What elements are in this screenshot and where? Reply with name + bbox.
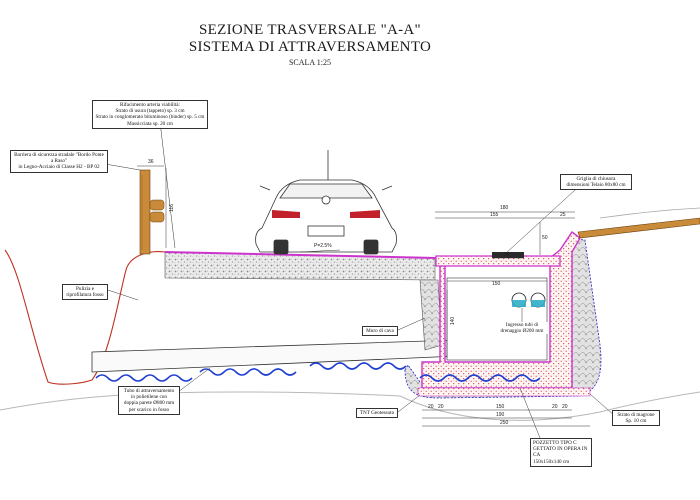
dim-base-250: 250 <box>500 420 509 426</box>
dim-collar-height: 50 <box>542 235 548 241</box>
dim-wall-height: 140 <box>450 316 457 326</box>
manhole-chamber <box>446 277 548 361</box>
drain-pipe-1 <box>511 292 527 308</box>
crossing-pipe-line-4: per scarico in fosso <box>128 406 170 413</box>
drain-pipe-2 <box>530 292 546 308</box>
dim-top-right: 25 <box>560 212 566 218</box>
dim-base-20a: 20 <box>428 404 434 410</box>
ditch-line-2: riprofilatura fosso <box>66 292 104 299</box>
drawing-subtitle: SISTEMA DI ATTRAVERSAMENTO <box>188 39 432 55</box>
road-finish-line-4: Massicciata sp. 20 cm <box>127 120 173 127</box>
manhole-note: POZZETTO TIPO C GETTATO IN OPERA IN CA 1… <box>530 438 592 467</box>
dim-base-20d: 20 <box>562 404 568 410</box>
slope-label: P=2.5% <box>314 243 332 249</box>
road-asphalt <box>164 251 437 259</box>
inlet-pipe-line-2: drenaggio Ø200 mm <box>500 328 544 335</box>
drawing-title: SEZIONE TRASVERSALE "A-A" <box>199 22 421 38</box>
dim-inner-width: 150 <box>492 281 501 287</box>
manhole-line-1: POZZETTO TIPO C <box>533 440 577 446</box>
lean-concrete-note: Strato di magrone Sp. 10 cm <box>612 410 660 427</box>
manhole-body <box>421 230 581 389</box>
stone-wall-line-1: Muro di cava <box>366 328 394 334</box>
crossing-pipe-line-3: doppia parete Ø800 mm <box>123 400 175 407</box>
lean-concrete-base <box>417 387 591 397</box>
road-finish-note: Rifacimento arteria viabilità: Strato di… <box>92 100 208 129</box>
barrier-line-1: Barriera di sicurezza stradale "Bordo Po… <box>14 152 104 165</box>
drawing-scale: SCALA 1:25 <box>288 58 331 67</box>
inlet-pipe-line-1: Ingresso tubi di <box>505 322 539 328</box>
dim-base-150: 150 <box>496 404 505 410</box>
dim-barrier-width: 36 <box>148 159 154 165</box>
road-finish-line-2: Strato di usura (tappeto) sp. 3 cm <box>115 108 185 115</box>
manhole-line-2: GETTATO IN OPERA IN <box>533 446 588 453</box>
dimension-lines <box>137 165 590 427</box>
barrier <box>139 169 165 255</box>
terrain-line-upper <box>599 207 700 219</box>
barrier-note: Barriera di sicurezza stradale "Bordo Po… <box>10 150 108 173</box>
flow-arrows <box>95 362 541 382</box>
barrier-line-2: in Legno-Acciaio di Classe H2 - BP 02 <box>18 164 100 171</box>
dim-base-190: 190 <box>496 412 505 418</box>
grate <box>492 252 524 258</box>
manhole-line-4: 150x150x140 cm <box>533 458 570 465</box>
stone-wall-note: Muro di cava <box>362 326 398 337</box>
right-bank-rail <box>577 217 700 239</box>
ditch-line-1: Pulizia e <box>75 286 94 292</box>
road-finish-line-1: Rifacimento arteria viabilità: <box>120 102 180 108</box>
dim-top-total: 180 <box>500 205 509 211</box>
dim-grate-width: 80 <box>504 252 510 258</box>
car-silhouette <box>255 150 397 255</box>
lean-concrete-line-2: Sp. 10 cm <box>625 418 647 425</box>
geotextile-note: TNT Geotessuto <box>356 408 398 419</box>
manhole-line-3: CA <box>533 452 541 459</box>
dim-barrier-height: 116 <box>168 204 175 212</box>
grate-note: Griglia di chiusura dimensioni Telaio 80… <box>560 174 632 191</box>
grate-line-2: dimensioni Telaio 80x80 cm <box>566 182 626 189</box>
road-finish-line-3: Strato in conglomerato bituminoso (binde… <box>95 114 205 121</box>
geotextile-line-1: TNT Geotessuto <box>359 410 395 416</box>
terrain-line <box>0 391 700 421</box>
crossing-pipe <box>91 339 459 373</box>
ditch-note: Pulizia e riprofilatura fosso <box>62 284 108 301</box>
grate-line-1: Griglia di chiusura <box>576 176 616 182</box>
dim-base-20c: 20 <box>552 404 558 410</box>
crossing-pipe-line-1: Tubo di attraversamento <box>123 388 175 394</box>
ground-line <box>4 249 166 385</box>
dim-top-left: 155 <box>490 212 499 218</box>
stone-wall <box>419 279 443 351</box>
crossing-pipe-note: Tubo di attraversamento in polietilene c… <box>118 386 180 415</box>
inlet-pipe-note: Ingresso tubi di drenaggio Ø200 mm <box>496 322 548 335</box>
crossing-pipe-line-2: in polietilene con <box>130 394 167 401</box>
lean-concrete-line-1: Strato di magrone <box>617 412 655 418</box>
dim-base-20b: 20 <box>438 404 444 410</box>
